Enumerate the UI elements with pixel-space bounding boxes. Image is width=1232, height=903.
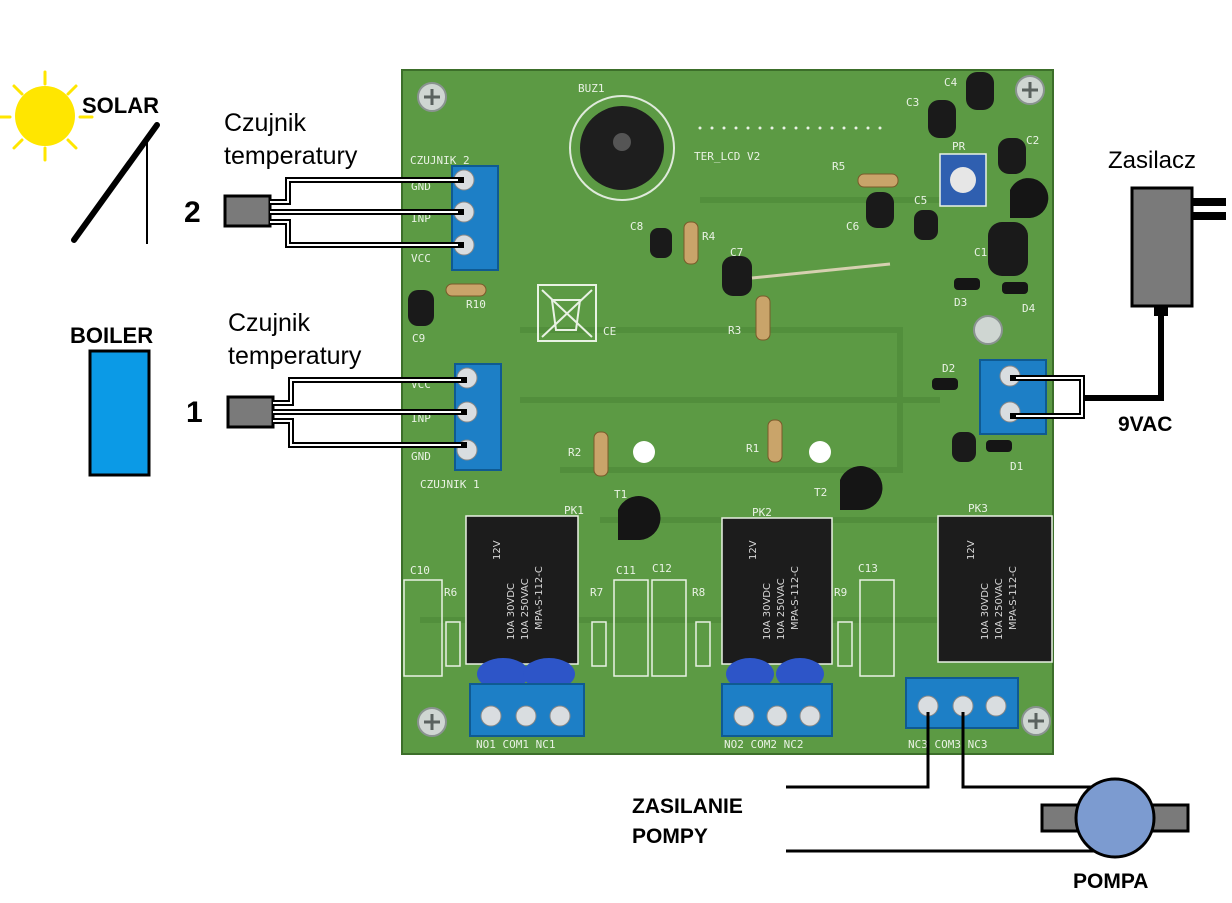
part-c1: C1 <box>974 246 987 259</box>
s2-vcc: VCC <box>411 252 431 265</box>
relay-coil-pk2: 12V <box>748 540 759 560</box>
relay-pk2: MPA-S-112-C 10A 250VAC 10A 30VDC 12V <box>721 517 833 665</box>
relay-model-pk2: MPA-S-112-C <box>790 566 801 630</box>
part-pr: PR <box>952 140 966 153</box>
power-supply-label: Zasilacz <box>1108 147 1196 174</box>
part-c5: C5 <box>914 194 927 207</box>
czujnik2-label: CZUJNIK 2 <box>410 154 470 167</box>
part-r10: R10 <box>466 298 486 311</box>
part-r9: R9 <box>834 586 847 599</box>
part-c9: C9 <box>412 332 425 345</box>
part-d3: D3 <box>954 296 967 309</box>
relay-rating1-pk1: 10A 250VAC <box>520 578 531 640</box>
terminal-block-power <box>979 359 1047 435</box>
part-d4: D4 <box>1022 302 1036 315</box>
part-r3: R3 <box>728 324 741 337</box>
part-c13: C13 <box>858 562 878 575</box>
terminal-block-out2 <box>721 683 833 737</box>
part-c4: C4 <box>944 76 958 89</box>
relay-rating1-pk2: 10A 250VAC <box>776 578 787 640</box>
part-r6: R6 <box>444 586 457 599</box>
transistors <box>618 178 1049 540</box>
part-c2: C2 <box>1026 134 1039 147</box>
sensor1-probe-icon <box>226 395 275 429</box>
czujnik1-label: CZUJNIK 1 <box>420 478 480 491</box>
pump-power-label-line2: POMPY <box>632 825 708 848</box>
relay-coil-pk3: 12V <box>966 540 977 560</box>
relay-coil-pk1: 12V <box>492 540 503 560</box>
pump-power-label-line1: ZASILANIE <box>632 795 743 818</box>
relay-model-pk3: MPA-S-112-C <box>1008 566 1019 630</box>
out1-labels: NO1 COM1 NC1 <box>476 738 555 751</box>
relay-rating2-pk1: 10A 30VDC <box>506 583 517 640</box>
part-r5: R5 <box>832 160 845 173</box>
sensor2-title-line2: temperatury <box>224 142 358 170</box>
power-supply-icon <box>1130 186 1226 316</box>
board-title: TER_LCD V2 <box>694 150 760 163</box>
buzzer <box>569 95 675 201</box>
sensor2-number: 2 <box>184 196 201 229</box>
relay-pk3: MPA-S-112-C 10A 250VAC 10A 30VDC 12V <box>937 515 1053 663</box>
s1-inp: INP <box>411 412 431 425</box>
pump-wires <box>786 712 1112 853</box>
part-pk1: PK1 <box>564 504 584 517</box>
part-r1: R1 <box>746 442 759 455</box>
relay-pk1: MPA-S-112-C 10A 250VAC 10A 30VDC 12V <box>465 515 579 665</box>
resistors <box>445 173 899 477</box>
s2-inp: INP <box>411 212 431 225</box>
part-d2: D2 <box>942 362 955 375</box>
voltage-label: 9VAC <box>1118 413 1172 436</box>
buzzer-label: BUZ1 <box>578 82 605 95</box>
part-c11: C11 <box>616 564 636 577</box>
part-c10: C10 <box>410 564 430 577</box>
solar-label: SOLAR <box>82 93 159 118</box>
diodes <box>932 278 1028 452</box>
terminal-block-sensor2 <box>451 165 499 271</box>
part-c12: C12 <box>652 562 672 575</box>
sensor1-title-line1: Czujnik <box>228 309 310 337</box>
capacitors <box>408 72 1028 462</box>
sensor1-number: 1 <box>186 396 203 429</box>
relay-rating2-pk3: 10A 30VDC <box>980 583 991 640</box>
part-r4: R4 <box>702 230 716 243</box>
terminal-block-out1 <box>469 683 585 737</box>
sensor2-title-line1: Czujnik <box>224 109 306 137</box>
part-c8: C8 <box>630 220 643 233</box>
suppressor-caps <box>477 658 824 690</box>
part-c7: C7 <box>730 246 743 259</box>
sensor2-probe-icon <box>223 194 272 228</box>
part-d1: D1 <box>1010 460 1023 473</box>
part-c6: C6 <box>846 220 859 233</box>
pump-icon <box>1040 777 1190 859</box>
solar-panel-icon <box>71 122 160 244</box>
out2-labels: NO2 COM2 NC2 <box>724 738 803 751</box>
out3-labels: NC3 COM3 NC3 <box>908 738 987 751</box>
terminal-block-sensor1 <box>454 363 502 471</box>
relay-rating1-pk3: 10A 250VAC <box>994 578 1005 640</box>
s1-gnd: GND <box>411 450 431 463</box>
ce-mark: CE <box>603 325 616 338</box>
part-t2: T2 <box>814 486 827 499</box>
part-t1: T1 <box>614 488 627 501</box>
relay-rating2-pk2: 10A 30VDC <box>762 583 773 640</box>
sensor1-title-line2: temperatury <box>228 342 362 370</box>
weee-bin-icon <box>537 284 597 342</box>
pump-label: POMPA <box>1073 870 1148 893</box>
part-c3: C3 <box>906 96 919 109</box>
part-pk2: PK2 <box>752 506 772 519</box>
boiler-label: BOILER <box>70 323 153 348</box>
part-r7: R7 <box>590 586 603 599</box>
relay-model-pk1: MPA-S-112-C <box>534 566 545 630</box>
terminal-block-out3 <box>905 677 1019 729</box>
s2-gnd: GND <box>411 180 431 193</box>
part-r8: R8 <box>692 586 705 599</box>
part-pk3: PK3 <box>968 502 988 515</box>
boiler-icon <box>88 349 151 477</box>
sun-icon <box>0 70 94 162</box>
part-r2: R2 <box>568 446 581 459</box>
